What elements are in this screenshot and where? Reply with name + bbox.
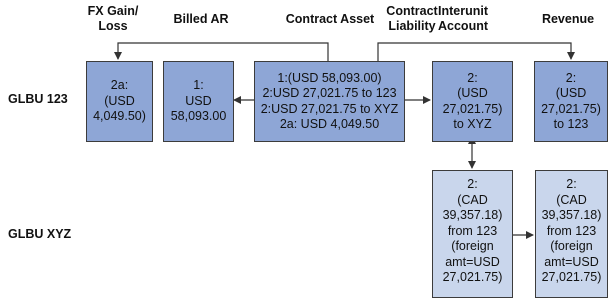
box-revenue-xyz: 2: (CAD 39,357.18) from 123 (foreign amt… xyxy=(535,170,608,298)
box-interunit-account-123: 2: (USD 27,021.75) to XYZ xyxy=(432,61,513,142)
box-interunit-account-xyz: 2: (CAD 39,357.18) from 123 (foreign amt… xyxy=(432,170,513,298)
box-contract-asset-123: 1:(USD 58,093.00) 2:USD 27,021.75 to 123… xyxy=(254,61,405,142)
header-interunit-account: Interunit Account xyxy=(438,4,488,33)
arrow-contract-asset-to-fx xyxy=(114,42,329,61)
box-billed-ar-123: 1: USD 58,093.00 xyxy=(163,61,234,142)
row-label-glbu-xyz: GLBU XYZ xyxy=(8,227,72,241)
header-contract-asset: Contract Asset xyxy=(285,12,375,26)
box-revenue-123: 2: (USD 27,021.75) to 123 xyxy=(534,61,608,142)
header-billed-ar: Billed AR xyxy=(173,12,229,26)
arrow-contract-asset-to-revenue-123 xyxy=(377,42,575,61)
box-fx-gain-loss-123: 2a: (USD 4,049.50) xyxy=(86,61,153,142)
header-contract-liability: Contract Liability xyxy=(386,4,438,33)
header-revenue: Revenue xyxy=(541,12,595,26)
header-fx-gain-loss: FX Gain/ Loss xyxy=(87,4,139,33)
row-label-glbu-123: GLBU 123 xyxy=(8,92,68,106)
